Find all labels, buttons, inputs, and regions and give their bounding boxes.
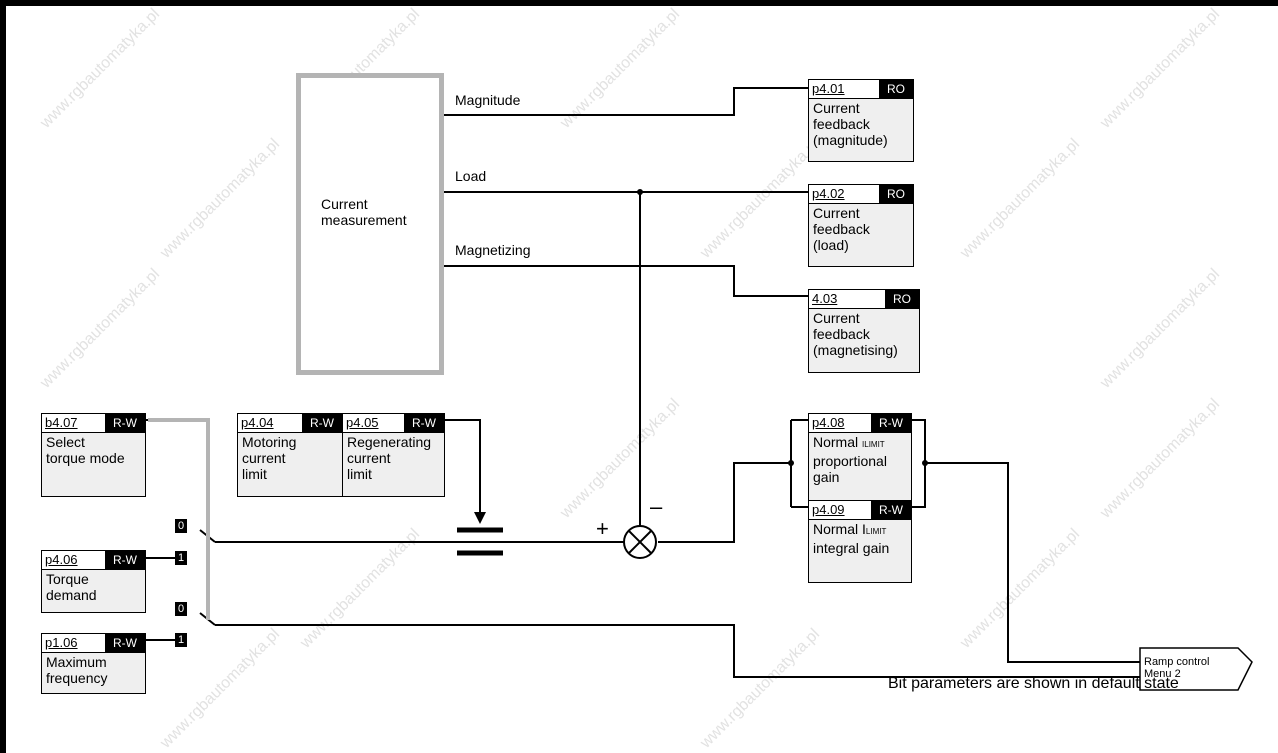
param-id: p4.06 bbox=[45, 552, 78, 567]
limiter-arrow bbox=[474, 512, 486, 524]
switch-0-lower: 0 bbox=[175, 602, 187, 616]
ramp-arrow-shape bbox=[1139, 647, 1253, 691]
access-badge: R-W bbox=[404, 414, 444, 432]
switch-1-lower: 1 bbox=[175, 633, 187, 647]
wire-summer-out bbox=[658, 462, 791, 543]
access-badge: R-W bbox=[871, 501, 911, 519]
wire-pi-to-ramp bbox=[925, 462, 1140, 663]
access-badge: RO bbox=[879, 80, 913, 98]
param-id: p4.04 bbox=[241, 415, 274, 430]
switch-1-upper: 1 bbox=[175, 551, 187, 565]
param-id: b4.07 bbox=[45, 415, 78, 430]
junction-dot bbox=[922, 460, 928, 466]
param-id: p4.01 bbox=[812, 81, 845, 96]
access-badge: R-W bbox=[302, 414, 342, 432]
param-id: p4.09 bbox=[812, 502, 845, 517]
wire-frequency-path bbox=[215, 624, 1140, 678]
switch-0-upper: 0 bbox=[175, 519, 187, 533]
param-id: p4.08 bbox=[812, 415, 845, 430]
access-badge: R-W bbox=[105, 414, 145, 432]
access-badge: R-W bbox=[871, 414, 911, 432]
param-id: p1.06 bbox=[45, 635, 78, 650]
param-id: 4.03 bbox=[812, 291, 838, 306]
magnetizing-label: Magnetizing bbox=[455, 242, 531, 258]
access-badge: R-W bbox=[105, 551, 145, 569]
wire-magnitude bbox=[444, 87, 808, 116]
current-measurement-block: Current measurement bbox=[296, 73, 444, 375]
summer-minus: – bbox=[650, 494, 663, 519]
magnitude-label: Magnitude bbox=[455, 92, 521, 108]
param-id: p4.05 bbox=[346, 415, 379, 430]
ramp-control-label: Ramp control Menu 2 bbox=[1144, 656, 1210, 680]
access-badge: RO bbox=[885, 290, 919, 308]
footnote: Bit parameters are shown in default stat… bbox=[888, 675, 1179, 692]
access-badge: R-W bbox=[105, 634, 145, 652]
access-badge: RO bbox=[879, 185, 913, 203]
wire-limit bbox=[444, 419, 481, 518]
junction-dot bbox=[637, 189, 643, 195]
wire-magnetizing bbox=[444, 265, 808, 297]
bit-line bbox=[148, 418, 210, 620]
current-measurement-label: Current measurement bbox=[321, 196, 407, 228]
summer-plus: + bbox=[596, 516, 609, 541]
load-label: Load bbox=[455, 168, 487, 184]
param-id: p4.02 bbox=[812, 186, 845, 201]
junction-dot bbox=[788, 460, 794, 466]
